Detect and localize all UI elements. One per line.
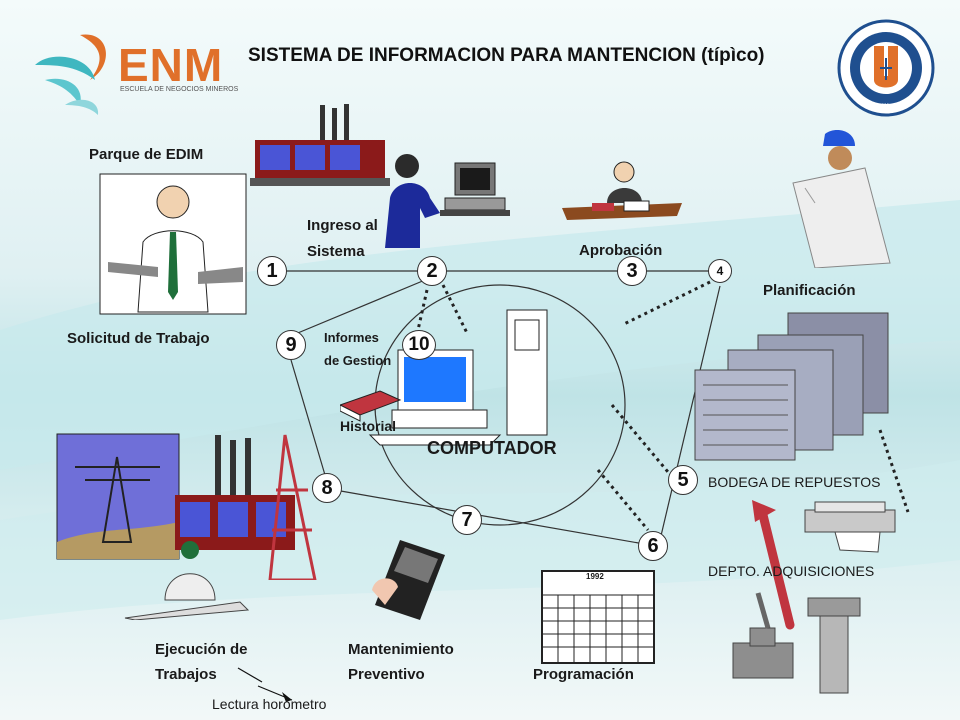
ucn-logo bbox=[837, 19, 935, 117]
label-adquisiciones: DEPTO. ADQUISICIONES bbox=[708, 563, 875, 579]
node-8: 8 bbox=[312, 473, 342, 503]
label-solicitud: Solicitud de Trabajo bbox=[67, 330, 210, 347]
label-planificacion: Planificación bbox=[763, 282, 856, 299]
label-mantenimiento-1: Mantenimiento bbox=[348, 641, 454, 658]
approval-man-icon bbox=[562, 161, 682, 220]
label-ejecucion-1: Ejecución de bbox=[155, 641, 248, 658]
handheld-device-icon bbox=[372, 540, 445, 620]
node-6: 6 bbox=[638, 531, 668, 561]
printer-icon bbox=[804, 501, 896, 553]
node-10: 10 bbox=[402, 330, 436, 360]
spare-parts-icon bbox=[732, 592, 861, 694]
label-mantenimiento-2: Preventivo bbox=[348, 666, 425, 683]
server-rack-icon bbox=[694, 312, 889, 461]
calendar-icon bbox=[541, 570, 655, 664]
label-ingreso-1: Ingreso al bbox=[307, 217, 378, 234]
calendar-year: 1992 bbox=[586, 572, 604, 581]
ucn-logo-sub: CHILE bbox=[871, 102, 898, 112]
enm-logo bbox=[35, 34, 107, 115]
computer-icon bbox=[340, 309, 548, 446]
enm-logo-text: ENM bbox=[118, 39, 224, 91]
node-2: 2 bbox=[417, 256, 447, 286]
planner-icon bbox=[792, 130, 891, 268]
worker-icon bbox=[124, 541, 250, 620]
factory-icon-2 bbox=[175, 434, 317, 580]
label-informes-2: de Gestion bbox=[324, 353, 392, 368]
factory-icon bbox=[250, 104, 390, 186]
node-5: 5 bbox=[668, 465, 698, 495]
label-ingreso-2: Sistema bbox=[307, 243, 365, 260]
node-3: 3 bbox=[617, 256, 647, 286]
phone-man-icon bbox=[99, 173, 247, 315]
label-ejecucion-2: Trabajos bbox=[155, 666, 217, 683]
operator-icon bbox=[385, 154, 510, 248]
label-programacion: Programación bbox=[533, 666, 634, 683]
node-7: 7 bbox=[452, 505, 482, 535]
page-title: SISTEMA DE INFORMACION PARA MANTENCION (… bbox=[248, 45, 765, 66]
enm-logo-subtext: ESCUELA DE NEGOCIOS MINEROS bbox=[120, 86, 239, 93]
label-informes-1: Informes bbox=[324, 330, 379, 345]
label-computador: COMPUTADOR bbox=[427, 438, 557, 458]
node-1: 1 bbox=[257, 256, 287, 286]
label-lectura: Lectura horómetro bbox=[212, 696, 327, 712]
label-bodega: BODEGA DE REPUESTOS bbox=[708, 474, 881, 490]
label-historial: Historial bbox=[340, 418, 397, 434]
label-parque: Parque de EDIM bbox=[89, 146, 204, 163]
node-4: 4 bbox=[708, 259, 732, 283]
label-aprobacion: Aprobación bbox=[579, 242, 663, 259]
power-tower-icon bbox=[56, 433, 180, 560]
node-9: 9 bbox=[276, 330, 306, 360]
